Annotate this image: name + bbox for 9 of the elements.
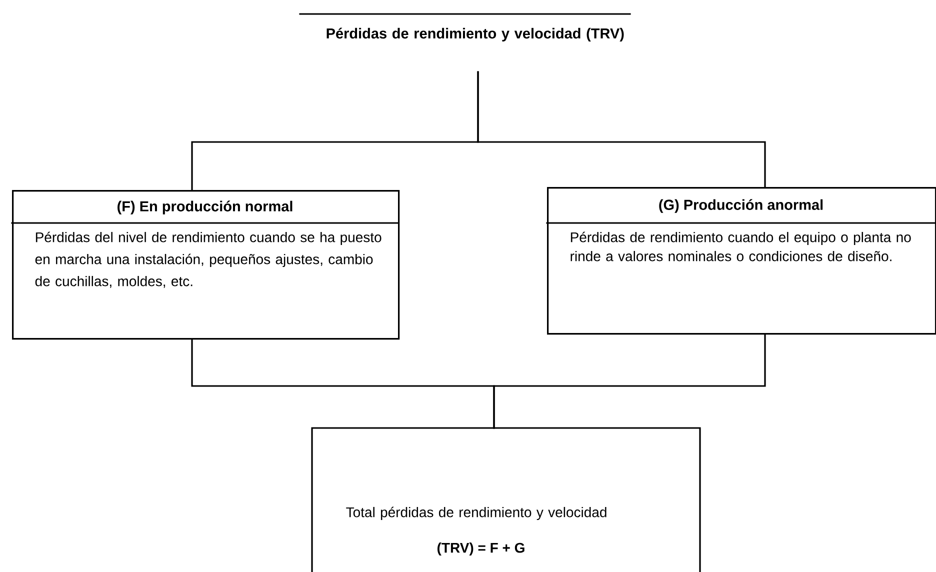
formula-text: (TRV) = F + G: [437, 542, 524, 556]
box-description: Pérdidas del nivel de rendimiento cuando se ha puesto en marcha una instalación, pequeños ajustes, cambio de cuchillas, moldes, etc.: [35, 232, 382, 288]
result-text: Total pérdidas de rendimiento y velocidad: [346, 506, 606, 520]
box-heading: (G) Producción anormal: [659, 199, 823, 213]
heading-text: Pérdidas de rendimiento y velocidad (TRV): [326, 28, 624, 42]
box-heading: (F) En producción normal: [118, 200, 292, 214]
box-description: Pérdidas de rendimiento cuando el equipo o planta no rinde a valores nominales o condiciones de diseño.: [570, 232, 911, 262]
connector-line: [477, 71, 766, 188]
connector-line: [493, 334, 766, 429]
